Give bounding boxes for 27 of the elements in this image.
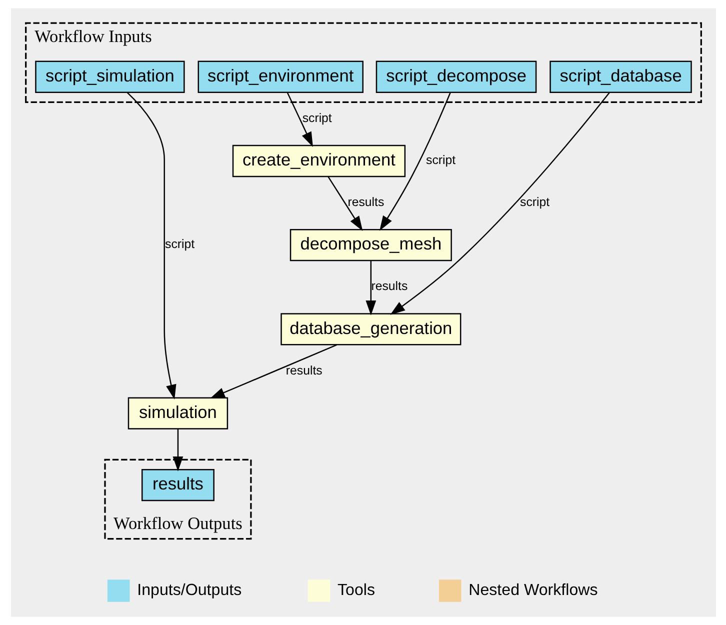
node-box: results bbox=[140, 468, 214, 502]
arrow bbox=[126, 92, 176, 400]
arrow bbox=[390, 92, 610, 315]
legend-label: Nested Workflows bbox=[468, 580, 598, 599]
edge-label: script bbox=[426, 153, 456, 168]
arrow bbox=[209, 344, 337, 399]
edge-label: script bbox=[302, 111, 332, 126]
arrow bbox=[327, 176, 362, 231]
edge-label: results bbox=[285, 363, 322, 378]
arrow bbox=[379, 92, 450, 231]
node-box: simulation bbox=[127, 397, 228, 430]
edge-label: results bbox=[370, 279, 408, 294]
node-box: database_generation bbox=[280, 313, 461, 346]
arrow bbox=[365, 260, 376, 316]
node-box: decompose_mesh bbox=[289, 229, 452, 262]
node-box: create_environment bbox=[232, 144, 406, 178]
edge-label: script bbox=[520, 195, 550, 210]
edge-label: script bbox=[164, 237, 194, 252]
legend-label: Tools bbox=[337, 580, 375, 599]
edge-label: results bbox=[347, 195, 384, 210]
legend-label: Inputs/Outputs bbox=[136, 580, 242, 599]
arrow bbox=[286, 92, 312, 147]
node-box: script_database bbox=[549, 60, 692, 93]
node-box: script_decompose bbox=[375, 60, 536, 93]
node-box: script_environment bbox=[197, 60, 363, 93]
arrow bbox=[172, 428, 183, 472]
node-box: script_simulation bbox=[34, 60, 184, 93]
